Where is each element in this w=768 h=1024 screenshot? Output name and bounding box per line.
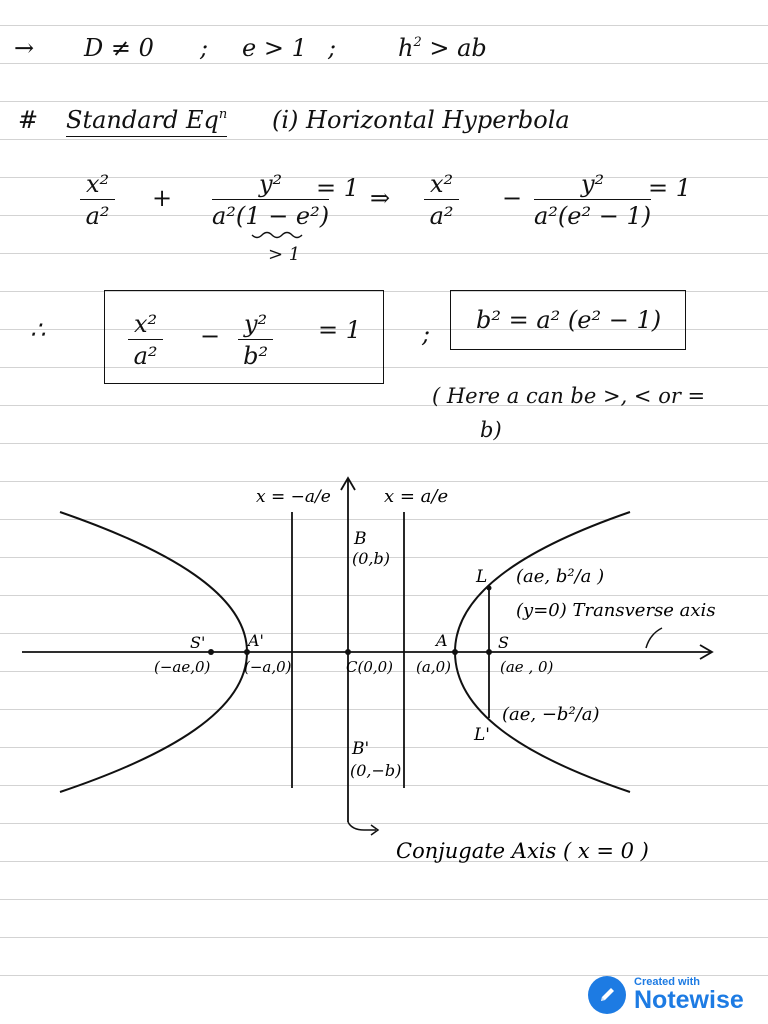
implies-symbol: ⇒ xyxy=(370,184,391,212)
focus-s-prime-point xyxy=(208,649,214,655)
b-prime-label: B' xyxy=(351,739,369,759)
focus-s-point xyxy=(486,649,492,655)
numerator: y² xyxy=(238,312,274,340)
result-equals-one: = 1 xyxy=(318,316,362,344)
denominator: a² xyxy=(133,342,158,370)
standard-equation-box xyxy=(104,290,384,384)
b-coord: (0,b) xyxy=(352,549,390,568)
hyperbola-graph: x = −a/e x = a/e B (0,b) B' (0,−b) L (ae… xyxy=(22,476,716,863)
b-label: B xyxy=(353,529,367,549)
heading-title: Standard Eqn xyxy=(66,106,228,137)
denominator: a²(e² − 1) xyxy=(534,202,652,230)
l-coord: (ae, b²/a ) xyxy=(516,566,604,587)
b-relation-box xyxy=(450,290,686,350)
h-exponent: 2 xyxy=(413,35,422,50)
a-coord: (a,0) xyxy=(416,658,451,676)
numerator: x² xyxy=(424,172,460,200)
arrow-symbol: → xyxy=(14,34,35,62)
conjugate-axis-label: Conjugate Axis ( x = 0 ) xyxy=(396,839,649,863)
transverse-axis-pointer xyxy=(645,627,663,649)
plus-sign: + xyxy=(152,184,173,212)
b-prime-coord: (0,−b) xyxy=(350,761,401,780)
separator-2: ; xyxy=(328,34,337,62)
numerator: y² xyxy=(212,172,330,200)
x-axis-arrowhead xyxy=(699,644,714,660)
conjugate-axis-pointer xyxy=(347,821,376,831)
denominator: b² xyxy=(243,342,269,370)
result-semicolon: ; xyxy=(422,320,431,348)
numerator: y² xyxy=(534,172,652,200)
pencil-icon xyxy=(588,976,626,1014)
latus-l-point xyxy=(486,585,492,591)
note-line-1: ( Here a can be >, < or = xyxy=(432,384,706,408)
denominator: a² xyxy=(429,202,454,230)
l-label: L xyxy=(475,567,487,587)
minus-sign: − xyxy=(502,184,523,212)
therefore-symbol: ∴ xyxy=(30,316,46,344)
a-prime-coord: (−a,0) xyxy=(244,658,292,676)
vertex-a-prime-point xyxy=(244,649,250,655)
s-label: S xyxy=(498,633,509,652)
notewise-watermark: Created with Notewise xyxy=(588,976,744,1014)
heading-title-text: Standard Eq xyxy=(66,106,219,134)
brand-name: Notewise xyxy=(634,986,744,1014)
condition-h-squared: h2 > ab xyxy=(398,36,487,60)
a-prime-label: A' xyxy=(246,631,264,650)
note-line-2: b) xyxy=(480,418,502,442)
underbrace-squiggle xyxy=(251,231,303,239)
heading-subtitle: (i) Horizontal Hyperbola xyxy=(272,106,570,134)
l-prime-label: L' xyxy=(473,725,490,745)
directrix-left-label: x = −a/e xyxy=(256,487,331,507)
created-with-text: Created with xyxy=(634,976,701,988)
directrix-right-label: x = a/e xyxy=(384,486,448,507)
h-inequality: > ab xyxy=(421,34,487,62)
denominator: a² xyxy=(85,202,110,230)
numerator: x² xyxy=(80,172,116,200)
s-prime-coord: (−ae,0) xyxy=(154,658,211,676)
heading-title-sup: n xyxy=(218,107,228,122)
numerator: x² xyxy=(128,312,164,340)
conjugate-axis-pointer-head xyxy=(370,824,380,836)
center-point xyxy=(345,649,351,655)
transverse-axis-label: (y=0) Transverse axis xyxy=(516,600,716,621)
a-label: A xyxy=(434,631,448,650)
s-coord: (ae , 0) xyxy=(500,658,554,676)
heading-hash: # xyxy=(18,106,39,134)
equals-one-2: = 1 xyxy=(648,174,692,202)
h-base: h xyxy=(398,34,414,62)
b-relation: b² = a² (e² − 1) xyxy=(476,306,662,334)
s-prime-label: S' xyxy=(190,633,205,652)
center-coord: C(0,0) xyxy=(346,658,393,676)
denominator: a²(1 − e²) xyxy=(212,202,330,230)
condition-determinant: D ≠ 0 xyxy=(84,34,154,62)
underbrace-note: > 1 xyxy=(268,244,301,265)
equals-one-1: = 1 xyxy=(316,174,360,202)
vertex-a-point xyxy=(452,649,458,655)
l-prime-coord: (ae, −b²/a) xyxy=(502,704,600,725)
condition-eccentricity: e > 1 xyxy=(242,34,307,62)
y-axis-arrowhead xyxy=(340,476,356,491)
separator-1: ; xyxy=(200,34,209,62)
result-minus-sign: − xyxy=(200,322,221,350)
